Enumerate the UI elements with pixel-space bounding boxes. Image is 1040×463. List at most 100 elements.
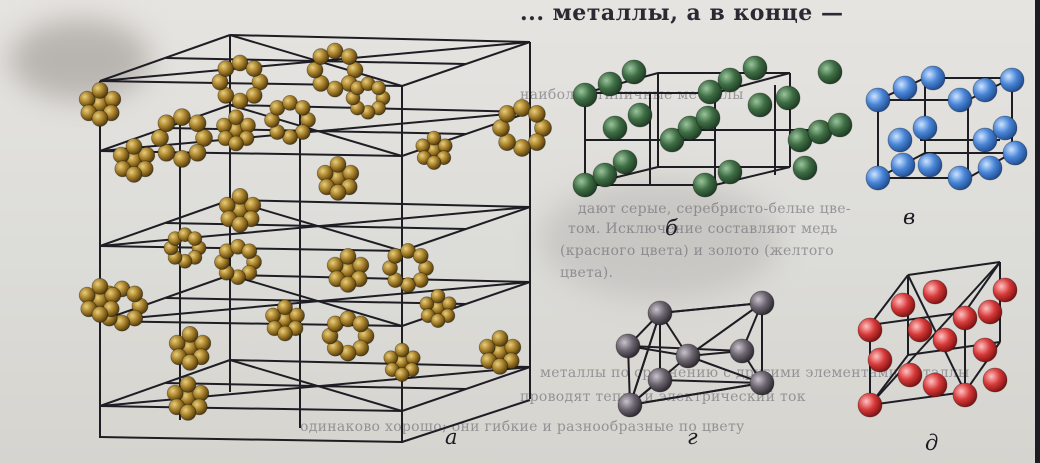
blue-atom xyxy=(890,152,916,178)
green-atom xyxy=(742,55,768,81)
bond xyxy=(687,302,763,357)
gold-atom xyxy=(513,99,531,117)
gold-atom xyxy=(188,114,207,133)
blue-atom xyxy=(972,77,998,103)
gold-atom xyxy=(126,285,144,303)
gold-atom xyxy=(277,299,293,316)
blue-atom xyxy=(865,165,891,191)
red-atom xyxy=(972,337,998,363)
green-atom xyxy=(621,59,647,85)
gold-atom xyxy=(241,243,258,260)
gold-atom xyxy=(491,357,509,375)
grey-atom xyxy=(675,343,701,369)
green-atom xyxy=(695,105,721,131)
gold-atom xyxy=(498,104,517,123)
blue-atom xyxy=(887,127,913,153)
red-atom xyxy=(907,317,933,343)
gold-atom xyxy=(231,92,249,110)
red-atom xyxy=(890,292,916,318)
grey-atom xyxy=(647,367,673,393)
bleed-line-4: (красного цвета) и золото (желтого xyxy=(560,243,834,259)
cube-edge xyxy=(659,379,763,384)
cube-edge xyxy=(659,302,763,314)
blue-atom xyxy=(947,165,973,191)
grey-atom xyxy=(729,338,755,364)
gold-atom xyxy=(231,54,249,72)
gold-atom xyxy=(430,288,446,304)
blue-atom xyxy=(947,87,973,113)
red-atom xyxy=(952,305,978,331)
gold-atom xyxy=(179,403,197,421)
cube-edge xyxy=(629,382,763,406)
gold-atom xyxy=(394,342,410,358)
red-atom xyxy=(897,362,923,388)
blue-atom xyxy=(977,155,1003,181)
blue-atom xyxy=(920,65,946,91)
gold-atom xyxy=(228,109,244,126)
green-atom xyxy=(792,155,818,181)
gold-atom xyxy=(181,325,199,343)
lattice-a xyxy=(99,34,531,443)
lattice-d-atoms xyxy=(857,277,1018,418)
bleed-line-8: одинаково хорошо; они гибкие и разнообра… xyxy=(300,419,745,435)
caption-v: в xyxy=(903,205,916,229)
gold-atom xyxy=(151,129,169,147)
green-atom xyxy=(602,115,628,141)
layer-edge xyxy=(229,199,531,208)
green-atom xyxy=(817,59,843,85)
blue-atom xyxy=(972,127,998,153)
gold-atom xyxy=(179,375,197,393)
layer-edge xyxy=(99,405,403,412)
green-atom xyxy=(747,92,773,118)
red-atom xyxy=(867,347,893,373)
green-atom xyxy=(717,159,743,185)
gold-atom xyxy=(371,80,387,96)
blue-atom xyxy=(1002,140,1028,166)
gold-atom xyxy=(245,60,263,77)
layer-edge xyxy=(99,274,231,322)
gold-atom xyxy=(339,275,357,293)
blue-atom xyxy=(999,67,1025,93)
gold-atom xyxy=(527,104,546,123)
page-shadow-left xyxy=(10,20,150,100)
green-atom xyxy=(717,67,743,93)
red-atom xyxy=(922,279,948,305)
red-atom xyxy=(932,327,958,353)
caption-g: г xyxy=(687,425,698,449)
gold-atom xyxy=(326,80,344,98)
red-atom xyxy=(982,367,1008,393)
gold-atom xyxy=(329,155,347,173)
gold-atom xyxy=(245,87,263,104)
green-atom xyxy=(612,149,638,175)
gold-atom xyxy=(394,367,410,383)
grey-atom xyxy=(615,333,641,359)
green-atom xyxy=(697,79,723,105)
grey-atom xyxy=(749,370,775,396)
gold-atom xyxy=(188,143,207,162)
gold-atom xyxy=(125,137,143,155)
gold-atom xyxy=(217,60,235,77)
gold-atom xyxy=(157,114,176,133)
base-edge xyxy=(99,436,403,443)
gold-atom xyxy=(527,133,546,152)
gold-atom xyxy=(91,110,109,127)
green-atom xyxy=(627,102,653,128)
bleed-line-3: том. Исключение составляют медь xyxy=(568,221,838,237)
green-atom xyxy=(692,172,718,198)
gold-atom xyxy=(231,215,249,233)
gold-atom xyxy=(173,108,191,126)
gold-atom xyxy=(412,248,429,264)
bleed-line-2: дают серые, серебристо-белые цве- xyxy=(578,201,851,217)
layer-midline xyxy=(165,297,467,305)
layer-edge xyxy=(229,359,531,368)
grey-atom xyxy=(749,290,775,316)
bleed-line-7: проводят тепло и электрический ток xyxy=(520,389,806,405)
lattice-a-atoms xyxy=(78,42,552,421)
layer-edge xyxy=(99,34,231,82)
gold-atom xyxy=(173,149,191,168)
green-atom xyxy=(572,82,598,108)
layer-edge xyxy=(99,199,231,247)
layer-midline xyxy=(165,382,467,390)
gold-atom xyxy=(91,277,109,295)
